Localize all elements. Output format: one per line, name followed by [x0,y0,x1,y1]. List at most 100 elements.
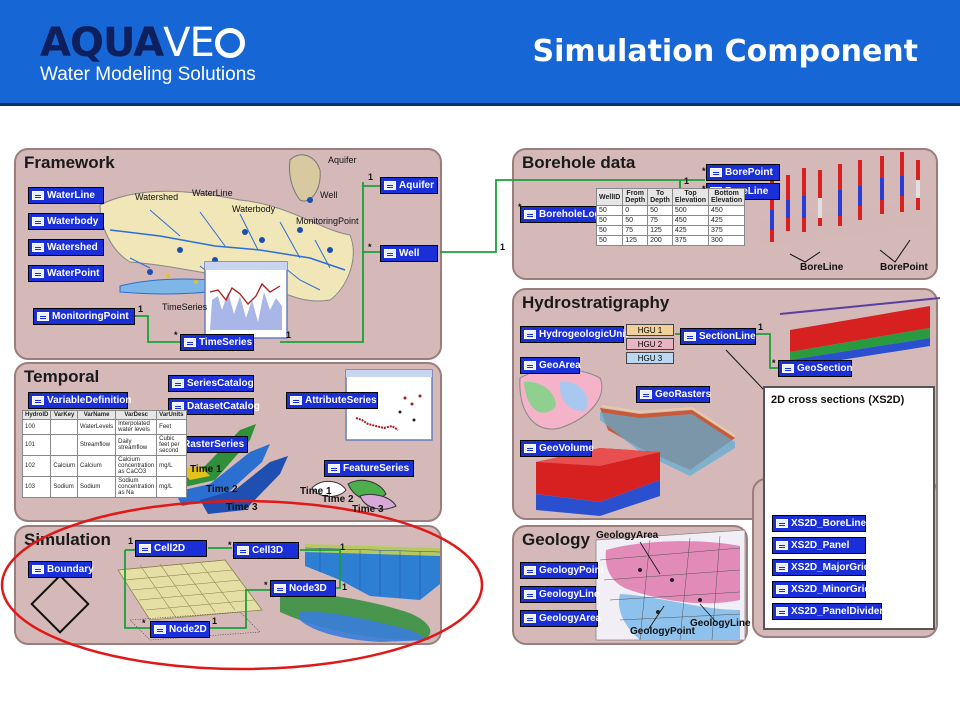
class-datasetcatalog[interactable]: DatasetCatalog [168,398,260,415]
multiplicity-label: * [702,166,706,176]
table-cell: Calcium [50,455,79,477]
class-watershed[interactable]: Watershed [28,239,104,256]
class-featureseries[interactable]: FeatureSeries [324,460,414,477]
class-seriescatalog[interactable]: SeriesCatalog [168,375,254,392]
class-variabledefinition[interactable]: VariableDefinition [28,392,132,409]
class-label: Waterbody [47,216,99,227]
class-waterline[interactable]: WaterLine [28,187,104,204]
multiplicity-label: 1 [684,176,690,186]
geo-map-label-geologyarea: GeologyArea [596,530,659,541]
class-waterpoint[interactable]: WaterPoint [28,265,104,282]
table-cell [50,434,79,456]
multiplicity-label: 1 [286,330,292,340]
class-geologypoint[interactable]: GeologyPoint [520,562,604,579]
class-label: GeoVolume [539,443,594,454]
table-icon [384,181,396,190]
time-label-feature-1: Time 1 [300,486,332,497]
class-geologyline[interactable]: GeologyLine [520,586,600,603]
table-cell: 50 [622,215,649,226]
table-icon [524,614,536,623]
class-monitoringpoint[interactable]: MonitoringPoint [33,308,135,325]
table-cell: Feet [156,419,187,435]
table-cell: 101 [21,434,52,456]
class-georasters[interactable]: GeoRasters [636,386,711,403]
table-icon [172,379,184,388]
multiplicity-label: 1 [758,322,764,332]
time-label-raster-2: Time 2 [206,484,238,495]
table-cell: 375 [671,235,710,246]
table-cell: Interpolated water levels [115,419,158,435]
table-cell: 0 [622,205,649,216]
time-label-feature-2: Time 2 [322,494,354,505]
table-cell: 125 [647,225,673,236]
table-icon [328,464,340,473]
table-cell: 125 [622,235,649,246]
table-cell: 200 [647,235,673,246]
class-label: Cell2D [154,543,186,554]
class-xs2d-majorgrid[interactable]: XS2D_MajorGrid [772,559,870,576]
table-cell: Streamflow [77,434,117,456]
multiplicity-label: * [228,540,232,550]
class-waterbody[interactable]: Waterbody [28,213,104,230]
class-label: VariableDefinition [47,395,132,406]
class-geologyarea[interactable]: GeologyArea [520,610,601,627]
class-boundary[interactable]: Boundary [28,561,94,578]
table-icon [524,566,536,575]
class-label: Node2D [169,624,207,635]
class-geovolume[interactable]: GeoVolume [520,440,594,457]
multiplicity-label: 1 [128,536,134,546]
class-node3d[interactable]: Node3D [270,580,336,597]
class-sectionline[interactable]: SectionLine [680,328,756,345]
table-header-row: HydroID VarKey VarName VarDesc VarUnits [21,410,187,420]
table-cell: 75 [647,215,673,226]
class-well[interactable]: Well [380,245,438,262]
table-cell: 425 [671,225,710,236]
class-xs2d-paneldivider[interactable]: XS2D_PanelDivider [772,603,883,620]
class-attributeseries[interactable]: AttributeSeries [286,392,378,409]
class-geosection[interactable]: GeoSection [778,360,853,377]
map-label-waterbody: Waterbody [232,204,276,214]
class-label: SeriesCatalog [187,378,254,389]
class-hydrogeologicunit[interactable]: HydrogeologicUnit [520,326,628,343]
class-geoarea[interactable]: GeoArea [520,357,581,374]
map-label-aquifer: Aquifer [328,155,357,165]
multiplicity-label: * [264,580,268,590]
timeseries-chart [204,261,288,339]
table-header: HydroID [21,410,52,420]
multiplicity-label: * [702,184,706,194]
class-timeseries[interactable]: TimeSeries [180,334,254,351]
table-cell: 50 [647,205,673,216]
class-label: DatasetCatalog [187,401,260,412]
class-xs2d-panel[interactable]: XS2D_Panel [772,537,866,554]
table-header: Top Elevation [671,188,710,206]
table-icon [776,607,788,616]
multiplicity-label: 1 [500,242,506,252]
table-cell: mg/L [156,476,187,498]
multiplicity-label: 1 [138,304,144,314]
logo-o-ring [214,28,245,58]
class-xs2d-boreline[interactable]: XS2D_BoreLine [772,515,866,532]
class-xs2d-minorgrid[interactable]: XS2D_MinorGrid [772,581,870,598]
class-aquifer[interactable]: Aquifer [380,177,438,194]
view-label-borepoint: BorePoint [880,262,928,273]
multiplicity-label: * [174,330,178,340]
class-cell3d[interactable]: Cell3D [233,542,299,559]
hydrostratigraphy-title: Hydrostratigraphy [522,293,670,312]
table-icon [139,544,151,553]
table-icon [524,330,536,339]
class-node2d[interactable]: Node2D [150,621,210,638]
table-header-row: WellID From Depth To Depth Top Elevation… [595,188,746,206]
class-cell2d[interactable]: Cell2D [135,540,207,557]
table-cell: 50 [595,215,624,226]
multiplicity-label: 1 [368,172,374,182]
time-label-feature-3: Time 3 [352,504,384,515]
table-icon [237,546,249,555]
class-boreholelog[interactable]: BoreholeLog [520,206,602,223]
class-label: Boundary [47,564,94,575]
class-borepoint[interactable]: BorePoint [706,164,780,181]
table-cell: 50 [595,235,624,246]
table-icon [32,243,44,252]
